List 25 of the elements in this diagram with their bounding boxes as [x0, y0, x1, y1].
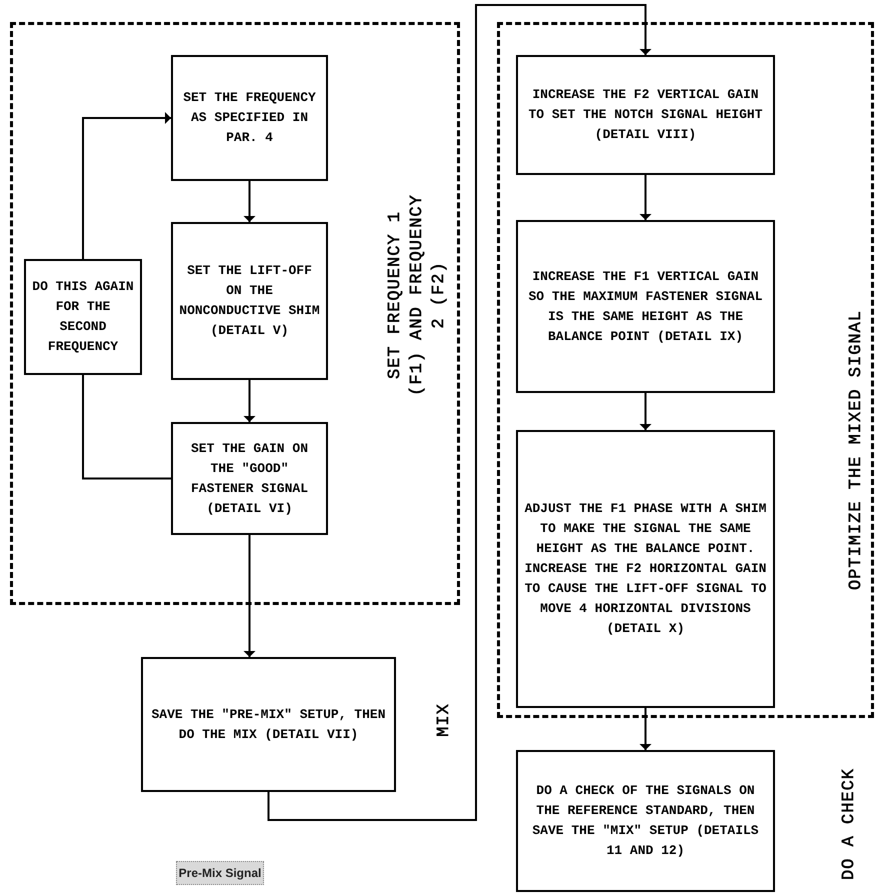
process-box: DO THIS AGAIN FOR THE SECOND FREQUENCY: [24, 259, 142, 375]
process-box: SAVE THE "PRE-MIX" SETUP, THEN DO THE MIX (DETAIL VII): [141, 657, 396, 792]
arrow: [268, 4, 648, 821]
arrow: [642, 175, 648, 220]
process-box: SET THE GAIN ON THE "GOOD" FASTENER SIGNAL (DETAIL VI): [171, 422, 328, 535]
arrow: [246, 380, 252, 422]
arrow: [642, 708, 648, 750]
process-box: DO A CHECK OF THE SIGNALS ON THE REFERENCE STANDARD, THEN SAVE THE "MIX" SETUP (DETAILS 11 AND 12): [516, 750, 775, 892]
process-box: INCREASE THE F1 VERTICAL GAIN SO THE MAXIMUM FASTENER SIGNAL IS THE SAME HEIGHT AS THE BALANCE POINT (DETAIL IX): [516, 220, 775, 393]
process-box: SET THE LIFT-OFF ON THE NONCONDUCTIVE SHIM (DETAIL V): [171, 222, 328, 380]
signal-tag: Pre-Mix Signal: [176, 861, 264, 885]
arrow: [246, 535, 252, 657]
process-box: ADJUST THE F1 PHASE WITH A SHIM TO MAKE THE SIGNAL THE SAME HEIGHT AS THE BALANCE POINT. INCREASE THE F2 HORIZONTAL GAIN TO CAUSE THE LIFT-OFF SIGNAL TO MOVE 4 HORIZONTAL DIVISIONS (DETAIL X): [516, 430, 775, 708]
group-heading: SET FREQUENCY 1 (F1) AND FREQUENCY 2 (F2): [388, 193, 448, 398]
arrow: [246, 181, 252, 222]
arrow: [82, 115, 171, 259]
side-label: DO A CHECK: [839, 766, 860, 882]
arrow: [642, 393, 648, 430]
process-box: SET THE FREQUENCY AS SPECIFIED IN PAR. 4: [171, 55, 328, 181]
side-label: MIX: [434, 702, 455, 739]
group-heading: OPTIMIZE THE MIXED SIGNAL: [846, 308, 867, 592]
process-box: INCREASE THE F2 VERTICAL GAIN TO SET THE NOTCH SIGNAL HEIGHT (DETAIL VIII): [516, 55, 775, 175]
dashed-group-frame: [497, 22, 874, 718]
dashed-group-frame: [10, 22, 460, 605]
connector-line: [82, 375, 171, 480]
